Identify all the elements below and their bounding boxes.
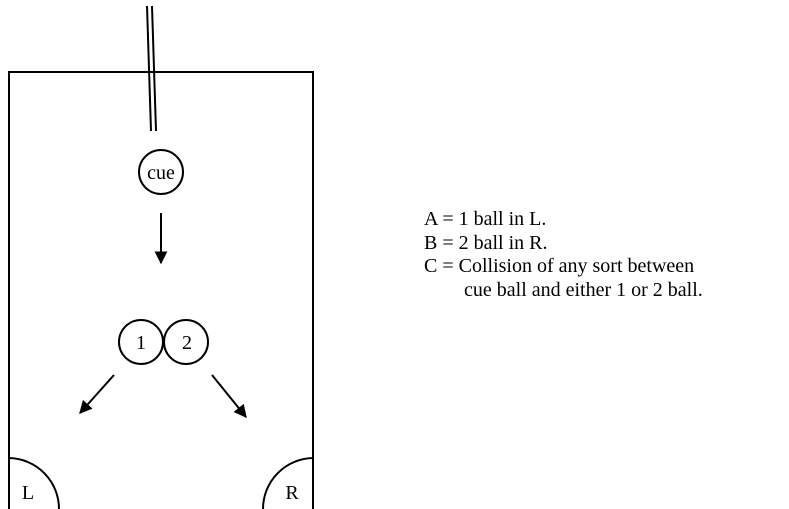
cue-ball: cue (138, 149, 184, 195)
cue-ball-label: cue (147, 162, 175, 184)
ball-1-label: 1 (136, 332, 146, 354)
ball-2-label: 2 (182, 332, 192, 354)
left-pocket: L (8, 457, 60, 509)
legend: A = 1 ball in L. B = 2 ball in R. C = Co… (424, 208, 703, 302)
legend-line-c-continued: cue ball and either 1 or 2 ball. (464, 278, 703, 301)
ball-2: 2 (163, 319, 209, 365)
cue-stick (146, 5, 157, 132)
ball-2-arrow (211, 374, 247, 419)
table-outline (8, 71, 314, 509)
left-pocket-label: L (22, 482, 34, 504)
right-pocket-label: R (285, 482, 299, 504)
right-pocket: R (262, 457, 314, 509)
ball-1-arrow (79, 374, 115, 414)
legend-line-b: B = 2 ball in R. (424, 231, 548, 254)
legend-line-a: A = 1 ball in L. (424, 208, 547, 230)
ball-1: 1 (118, 319, 164, 365)
legend-line-c: C = Collision of any sort between (424, 255, 695, 277)
